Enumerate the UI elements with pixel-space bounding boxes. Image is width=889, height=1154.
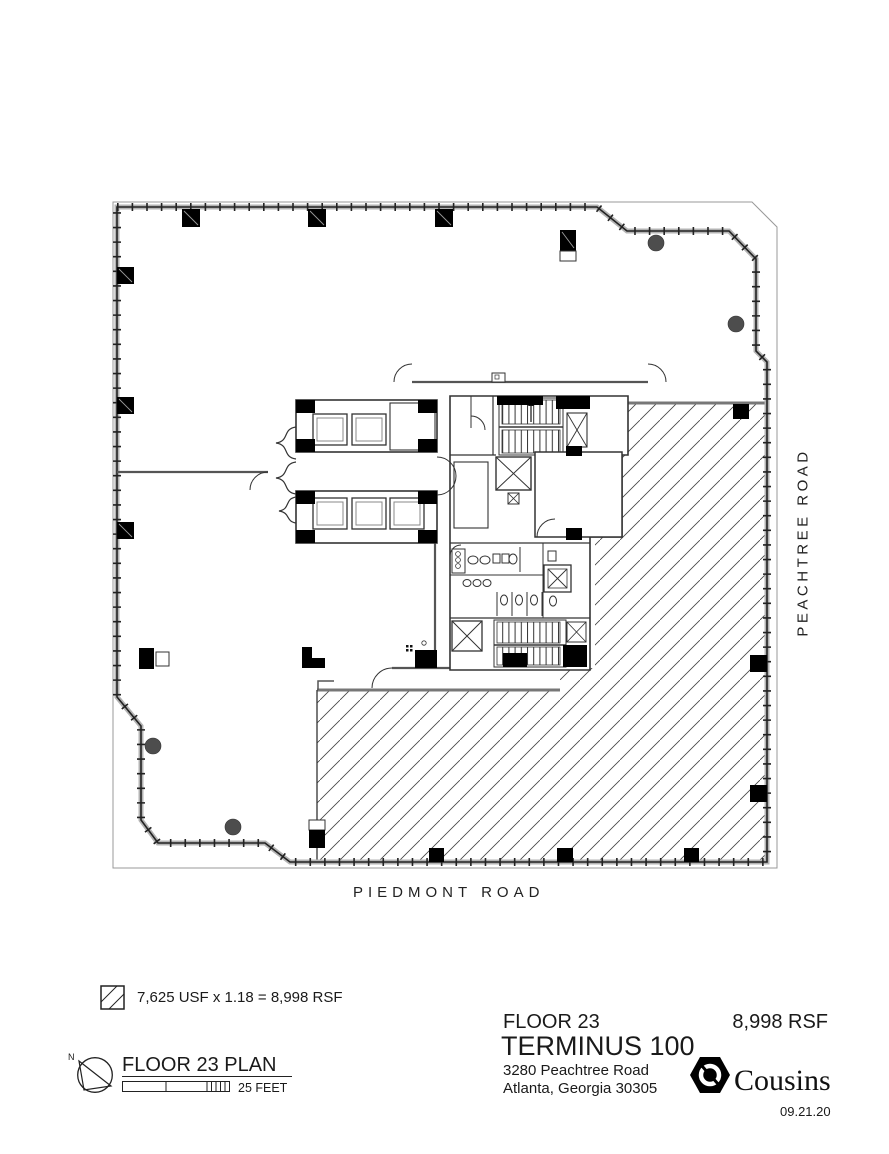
floor-label: FLOOR 23 [503, 1011, 600, 1033]
service-elevator [543, 564, 572, 593]
address-line2: Atlanta, Georgia 30305 [503, 1080, 658, 1097]
floor-plan-drawing [112, 201, 778, 869]
floor-marks [406, 640, 427, 652]
date-label: 09.21.20 [780, 1104, 831, 1119]
street-label-piedmont: PIEDMONT ROAD [353, 884, 545, 901]
restrooms [450, 542, 590, 619]
hatched-leased-area [316, 401, 767, 862]
hatch-swatch-icon [100, 985, 125, 1010]
elevator-bank [275, 399, 438, 544]
door-swings [249, 363, 667, 689]
column-slashes [118, 210, 452, 538]
column-panel-markers [155, 230, 577, 848]
upper-stair [498, 397, 564, 456]
lower-stair [451, 619, 587, 668]
address-line1: 3280 Peachtree Road [503, 1062, 649, 1079]
building-name: TERMINUS 100 [501, 1031, 695, 1061]
scale-label: 25 FEET [238, 1081, 288, 1095]
scalloped-wall [275, 426, 297, 524]
core-block [449, 395, 629, 671]
title-underline [122, 1076, 292, 1077]
shaft-x [495, 456, 532, 505]
round-columns [144, 234, 745, 836]
perimeter-glass-wall [113, 203, 771, 866]
north-arrow-icon [77, 1057, 113, 1093]
cousins-logo-icon [690, 1057, 730, 1093]
area-label: 8,998 RSF [732, 1011, 828, 1033]
outer-boundary [112, 201, 778, 869]
plan-title: FLOOR 23 PLAN [122, 1054, 277, 1076]
company-name: Cousins [734, 1064, 831, 1097]
north-label: N [68, 1052, 75, 1062]
legend-formula: 7,625 USF x 1.18 = 8,998 RSF [137, 989, 343, 1006]
scale-bar [122, 1081, 230, 1092]
interior-walls [117, 380, 648, 690]
street-label-peachtree: PEACHTREE ROAD [794, 448, 812, 637]
